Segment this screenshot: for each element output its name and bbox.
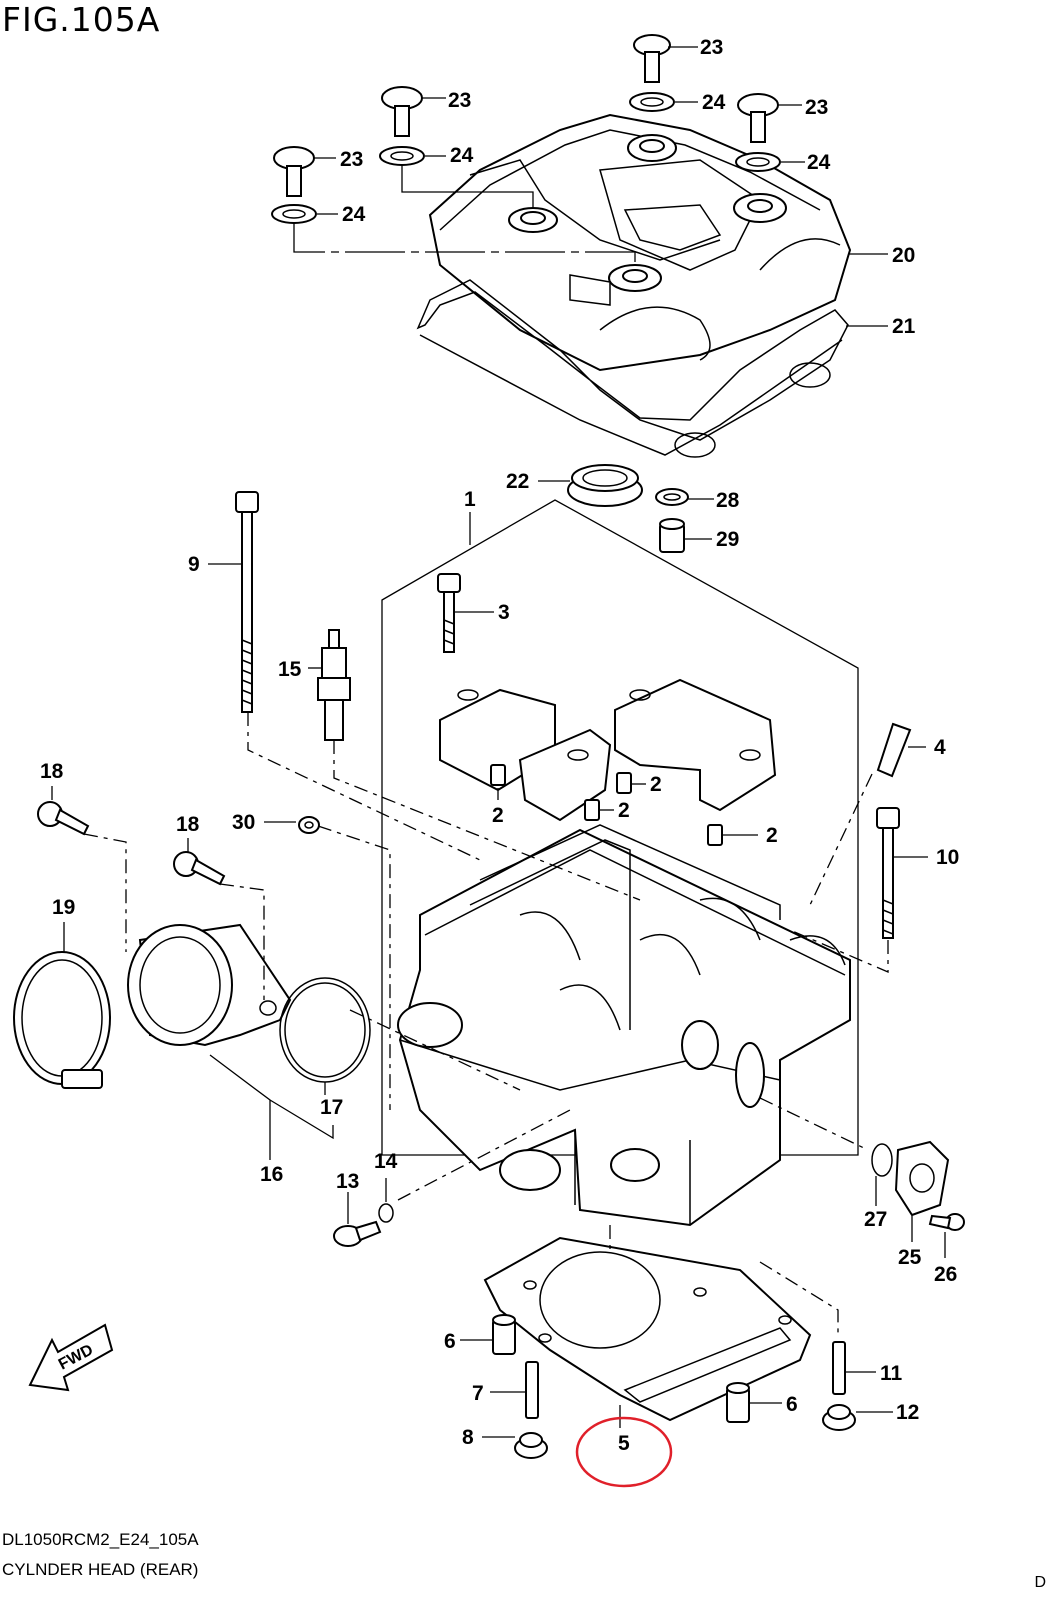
dowel-6b-part[interactable] <box>726 1382 750 1423</box>
callout-21[interactable]: 21 <box>892 315 916 338</box>
callout-23[interactable]: 23 <box>448 89 471 112</box>
dowel-pin-2-group[interactable] <box>490 764 723 846</box>
intake-pipe-16-part[interactable] <box>127 923 292 1047</box>
callout-15[interactable]: 15 <box>278 658 302 681</box>
callout-24[interactable]: 24 <box>450 144 474 167</box>
callout-24[interactable]: 24 <box>807 151 831 174</box>
callout-30[interactable]: 30 <box>232 811 255 834</box>
callout-23[interactable]: 23 <box>805 96 828 119</box>
callout-16[interactable]: 16 <box>260 1163 283 1186</box>
callout-8[interactable]: 8 <box>462 1426 474 1449</box>
bolt-3-part[interactable] <box>437 573 461 653</box>
figure-title: FIG.105A <box>2 0 161 39</box>
figure-code: DL1050RCM2_E24_105A <box>2 1530 199 1549</box>
nut-8-part[interactable] <box>514 1432 548 1459</box>
callout-10[interactable]: 10 <box>936 846 959 869</box>
stud-11-part[interactable] <box>832 1341 846 1395</box>
callout-7[interactable]: 7 <box>472 1382 484 1405</box>
screw-18b-part[interactable] <box>173 851 226 886</box>
bolt-13-part[interactable] <box>333 1220 382 1247</box>
callout-11[interactable]: 11 <box>880 1362 903 1385</box>
callout-12[interactable]: 12 <box>896 1401 919 1424</box>
leader-lines <box>51 46 946 1438</box>
head-bolt-9-part[interactable] <box>235 491 259 713</box>
callout-26[interactable]: 26 <box>934 1263 957 1286</box>
valve-cover-gasket-part[interactable] <box>416 279 849 458</box>
highlight-circle <box>575 1416 673 1488</box>
callout-24[interactable]: 24 <box>702 91 726 114</box>
valve-cover-part[interactable] <box>428 113 852 372</box>
callout-28[interactable]: 28 <box>716 489 740 512</box>
figure-name: CYLNDER HEAD (REAR) <box>2 1560 199 1579</box>
callout-6[interactable]: 6 <box>444 1330 456 1353</box>
spark-plug-part[interactable] <box>317 629 351 741</box>
washer-30-part[interactable] <box>298 816 320 834</box>
callout-2[interactable]: 2 <box>618 799 630 822</box>
callout-14[interactable]: 14 <box>374 1150 398 1173</box>
screw-18a-part[interactable] <box>37 801 90 836</box>
callout-13[interactable]: 13 <box>336 1170 359 1193</box>
callout-29[interactable]: 29 <box>716 528 739 551</box>
callout-25[interactable]: 25 <box>898 1246 922 1269</box>
cylinder-head-part[interactable] <box>397 824 851 1227</box>
stud-7-part[interactable] <box>525 1361 539 1419</box>
callout-27[interactable]: 27 <box>864 1208 887 1231</box>
o-ring-28-part[interactable] <box>655 488 689 506</box>
callout-17[interactable]: 17 <box>320 1096 343 1119</box>
o-ring-14-part[interactable] <box>378 1203 394 1223</box>
callout-23[interactable]: 23 <box>700 36 723 59</box>
callout-6[interactable]: 6 <box>786 1393 798 1416</box>
dowel-29-part[interactable] <box>659 518 685 553</box>
callout-labels: 23 24 23 24 23 24 23 24 20 21 22 28 29 1… <box>40 36 959 1455</box>
o-ring-17-part[interactable] <box>279 977 371 1083</box>
callout-22[interactable]: 22 <box>506 470 529 493</box>
callout-2[interactable]: 2 <box>766 824 778 847</box>
callout-23[interactable]: 23 <box>340 148 363 171</box>
callout-3[interactable]: 3 <box>498 601 510 624</box>
fwd-arrow-icon: FWD <box>28 1323 114 1392</box>
cover-25-part[interactable] <box>894 1140 950 1217</box>
plug-seal-part[interactable] <box>567 464 643 507</box>
hose-clamp-19-part[interactable] <box>13 951 111 1089</box>
callout-20[interactable]: 20 <box>892 244 915 267</box>
callout-24[interactable]: 24 <box>342 203 366 226</box>
o-ring-27-part[interactable] <box>871 1143 893 1177</box>
dowel-6a-part[interactable] <box>492 1314 516 1355</box>
corner-mark: D <box>1034 1574 1046 1591</box>
cover-bolt-group[interactable] <box>271 34 781 266</box>
callout-4[interactable]: 4 <box>934 736 946 759</box>
callout-19[interactable]: 19 <box>52 896 75 919</box>
nut-12-part[interactable] <box>822 1404 856 1431</box>
head-bolt-10-part[interactable] <box>876 807 900 939</box>
callout-2[interactable]: 2 <box>650 773 662 796</box>
bolt-26-part[interactable] <box>928 1213 965 1231</box>
callout-2[interactable]: 2 <box>492 804 504 827</box>
callout-9[interactable]: 9 <box>188 553 200 576</box>
callout-18[interactable]: 18 <box>176 813 200 836</box>
camshaft-holder-part[interactable] <box>439 678 777 822</box>
callout-18[interactable]: 18 <box>40 760 64 783</box>
assembly-outline <box>381 499 859 1156</box>
callout-1[interactable]: 1 <box>464 488 476 511</box>
callout-5[interactable]: 5 <box>618 1432 630 1455</box>
stud-4-part[interactable] <box>876 722 912 778</box>
